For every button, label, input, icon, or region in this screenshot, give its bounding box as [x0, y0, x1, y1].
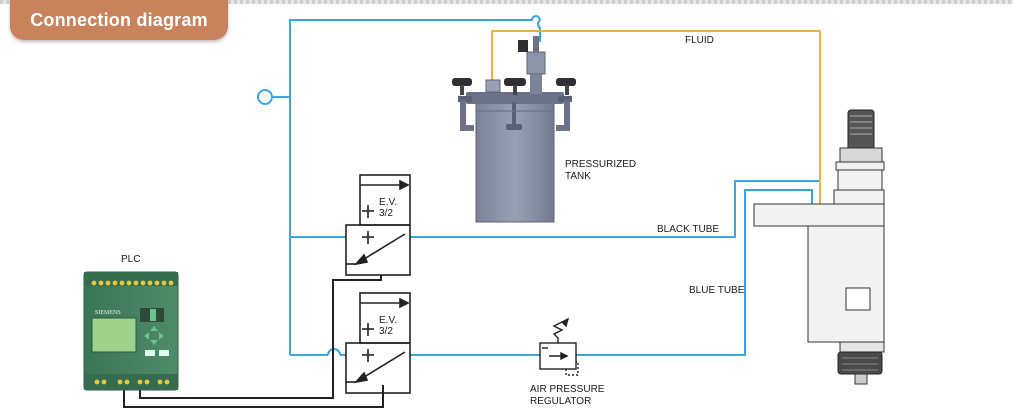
title-tab: Connection diagram: [10, 0, 228, 40]
signal-wires: [123, 275, 384, 408]
plc-controller: [83, 271, 179, 391]
air-inlet-icon: [257, 89, 273, 105]
top-border: [0, 0, 1013, 4]
pressurized-tank-label: PRESSURIZED: [565, 159, 636, 170]
regulator-label-line2: REGULATOR: [530, 396, 591, 407]
page-title: Connection diagram: [30, 10, 208, 30]
fluid-label: FLUID: [685, 35, 714, 46]
solenoid-valve-2: [345, 292, 411, 394]
valve1-label-line2: 3/2: [379, 208, 393, 219]
plc-label: PLC: [121, 254, 140, 265]
valve2-label-line2: 3/2: [379, 326, 393, 337]
tank-label: TANK: [565, 171, 591, 182]
black-tube-label: BLACK TUBE: [657, 224, 719, 235]
solenoid-valve-1: [345, 174, 411, 276]
air-lines: [272, 15, 821, 356]
pressurized-tank: [452, 36, 576, 223]
valve2-label-line1: E.V.: [379, 315, 397, 326]
dispensing-valve: [753, 109, 885, 385]
valve1-label-line1: E.V.: [379, 197, 397, 208]
blue-tube-label: BLUE TUBE: [689, 285, 745, 296]
plc-brand-label: SIEMENS: [95, 310, 121, 316]
fluid-line: [491, 30, 821, 205]
air-pressure-regulator: [539, 317, 579, 376]
regulator-label-line1: AIR PRESSURE: [530, 384, 605, 395]
